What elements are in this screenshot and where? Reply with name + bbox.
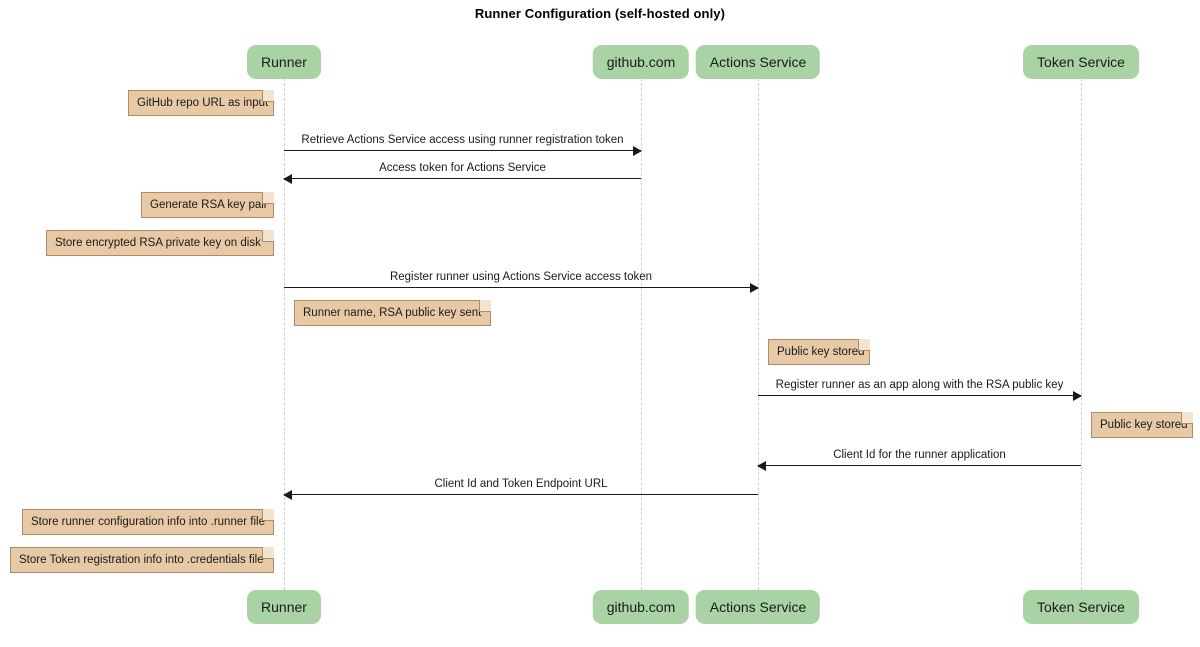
arrowhead-icon bbox=[750, 282, 759, 293]
note-text: Store Token registration info into .cred… bbox=[19, 554, 264, 566]
arrowhead-icon bbox=[633, 145, 642, 156]
lifeline-token bbox=[1081, 78, 1082, 590]
message-arrow-1 bbox=[284, 145, 642, 156]
note-fold-corner-icon bbox=[262, 509, 274, 521]
message-label-6: Client Id and Token Endpoint URL bbox=[434, 478, 608, 490]
note-1: GitHub repo URL as input bbox=[128, 90, 274, 116]
note-fold-corner-icon bbox=[262, 547, 274, 559]
arrowhead-icon bbox=[283, 173, 292, 184]
note-fold-corner-icon bbox=[262, 230, 274, 242]
note-fold-corner-icon bbox=[262, 90, 274, 102]
lifeline-runner bbox=[284, 78, 285, 590]
note-fold-corner-icon bbox=[262, 192, 274, 204]
message-label-4: Register runner as an app along with the… bbox=[775, 379, 1064, 391]
note-text: Runner name, RSA public key sent bbox=[303, 307, 482, 319]
message-label-2: Access token for Actions Service bbox=[379, 162, 546, 174]
note-6: Public key stored bbox=[1091, 412, 1193, 438]
message-arrow-3 bbox=[284, 282, 759, 293]
message-label-5: Client Id for the runner application bbox=[833, 449, 1006, 461]
lifeline-actions bbox=[758, 78, 759, 590]
note-text: GitHub repo URL as input bbox=[137, 97, 269, 109]
participant-actions-top[interactable]: Actions Service bbox=[695, 45, 821, 79]
note-fold-corner-icon bbox=[858, 339, 870, 351]
message-arrow-4 bbox=[758, 390, 1082, 401]
note-5: Public key stored bbox=[768, 339, 870, 365]
participant-token-bottom[interactable]: Token Service bbox=[1023, 590, 1139, 624]
note-text: Generate RSA key pair bbox=[150, 199, 268, 211]
note-3: Store encrypted RSA private key on disk bbox=[46, 230, 274, 256]
note-text: Store encrypted RSA private key on disk bbox=[55, 237, 261, 249]
participant-actions-bottom[interactable]: Actions Service bbox=[695, 590, 821, 624]
note-2: Generate RSA key pair bbox=[141, 192, 274, 218]
note-8: Store Token registration info into .cred… bbox=[10, 547, 274, 573]
participant-token-top[interactable]: Token Service bbox=[1023, 45, 1139, 79]
message-label-1: Retrieve Actions Service access using ru… bbox=[301, 134, 624, 146]
participant-github-top[interactable]: github.com bbox=[592, 45, 690, 79]
note-text: Public key stored bbox=[1100, 419, 1188, 431]
note-7: Store runner configuration info into .ru… bbox=[22, 509, 274, 535]
message-label-3: Register runner using Actions Service ac… bbox=[389, 271, 653, 283]
arrowhead-icon bbox=[283, 489, 292, 500]
diagram-title: Runner Configuration (self-hosted only) bbox=[474, 6, 726, 21]
lifeline-github bbox=[641, 78, 642, 590]
participant-runner-top[interactable]: Runner bbox=[247, 45, 321, 79]
arrowhead-icon bbox=[757, 460, 766, 471]
message-arrow-2 bbox=[283, 173, 641, 184]
note-4: Runner name, RSA public key sent bbox=[294, 300, 491, 326]
participant-runner-bottom[interactable]: Runner bbox=[247, 590, 321, 624]
note-fold-corner-icon bbox=[479, 300, 491, 312]
message-arrow-6 bbox=[283, 489, 758, 500]
message-arrow-5 bbox=[757, 460, 1081, 471]
arrowhead-icon bbox=[1073, 390, 1082, 401]
note-fold-corner-icon bbox=[1181, 412, 1193, 424]
note-text: Store runner configuration info into .ru… bbox=[31, 516, 265, 528]
participant-github-bottom[interactable]: github.com bbox=[592, 590, 690, 624]
note-text: Public key stored bbox=[777, 346, 865, 358]
